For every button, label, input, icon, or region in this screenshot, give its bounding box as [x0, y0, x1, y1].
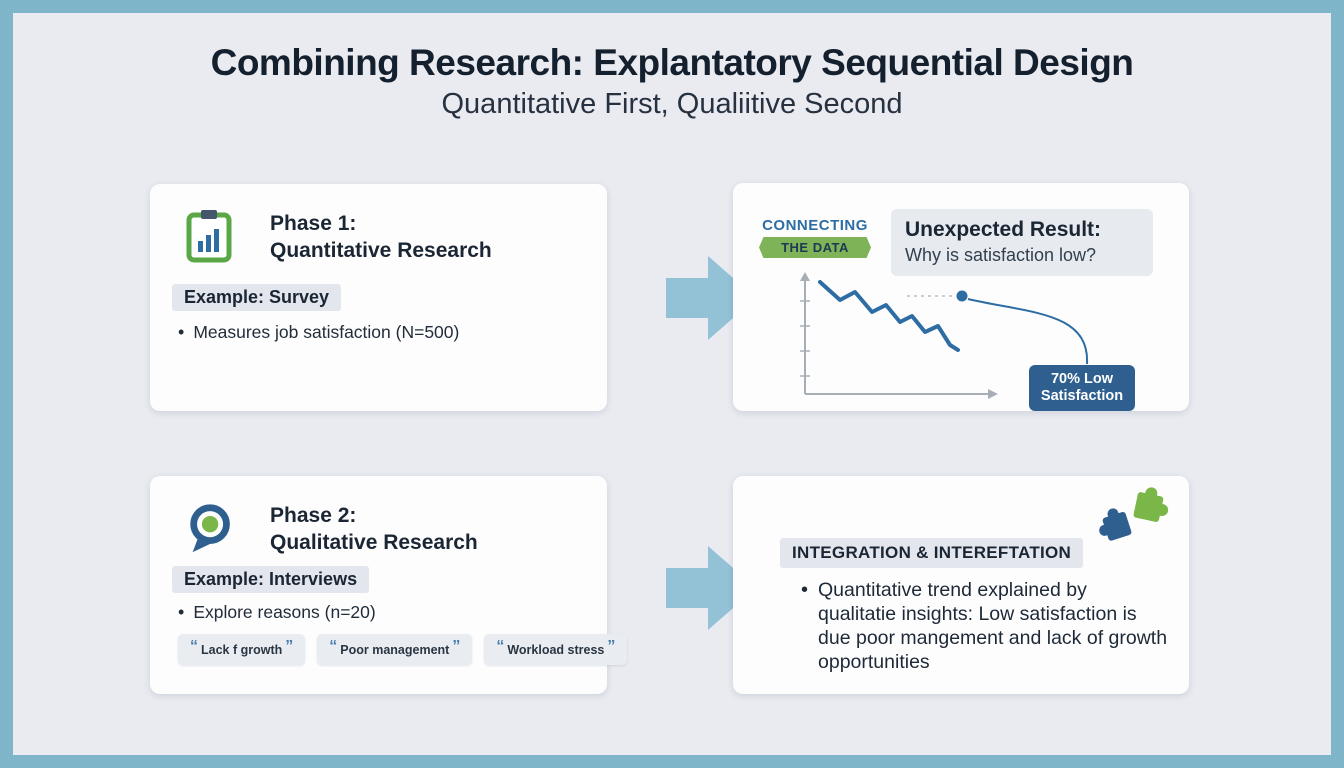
- phase2-bullet: Explore reasons (n=20): [178, 602, 376, 623]
- integration-bullet-text: Quantitative trend explained by qualitat…: [818, 579, 1168, 673]
- phase1-title: Phase 1: Quantitative Research: [270, 210, 492, 264]
- puzzle-pieces-icon: [1093, 484, 1173, 551]
- interview-bubble-icon: [184, 500, 240, 563]
- phase2-title-line2: Qualitative Research: [270, 531, 478, 554]
- phase1-title-line1: Phase 1:: [270, 212, 357, 235]
- connecting-the-data-logo: CONNECTING THE DATA: [759, 217, 871, 258]
- unexpected-result-box: Unexpected Result: Why is satisfaction l…: [891, 209, 1153, 276]
- integration-heading-chip: INTEGRATION & INTEREFTATION: [780, 538, 1084, 568]
- quote-chip: Poor management: [317, 634, 473, 665]
- interview-quotes-row: Lack f growth Poor management Workload s…: [178, 634, 628, 665]
- connecting-data-card: CONNECTING THE DATA Unexpected Result: W…: [733, 183, 1189, 411]
- phase2-bullet-text: Explore reasons (n=20): [193, 602, 376, 622]
- phase2-card: Phase 2: Qualitative Research Example: I…: [150, 476, 628, 694]
- phase1-example-chip: Example: Survey: [172, 284, 342, 311]
- bullet-dot: [178, 322, 184, 343]
- phase2-title-line1: Phase 2:: [270, 504, 357, 527]
- phase2-title: Phase 2: Qualitative Research: [270, 502, 478, 556]
- bullet-dot: [178, 602, 184, 623]
- phase2-example-chip: Example: Interviews: [172, 566, 370, 593]
- header: Combining Research: Explantatory Sequent…: [0, 42, 1344, 121]
- declining-trend-chart-icon: [800, 272, 1089, 399]
- integration-bullet: Quantitative trend explained by qualitat…: [801, 578, 1173, 674]
- unexpected-result-title: Unexpected Result:: [905, 218, 1102, 241]
- page-subtitle: Quantitative First, Qualiitive Second: [441, 88, 903, 120]
- quote-chip: Lack f growth: [178, 634, 306, 665]
- unexpected-result-question: Why is satisfaction low?: [905, 245, 1097, 265]
- phase1-card: Phase 1: Quantitative Research Example: …: [150, 184, 607, 411]
- phase1-title-line2: Quantitative Research: [270, 239, 492, 262]
- flow-arrow-icon: [666, 256, 756, 340]
- connecting-label: CONNECTING: [762, 217, 868, 234]
- badge-line1: 70% Low: [1050, 371, 1114, 387]
- bullet-dot: [801, 578, 808, 674]
- low-satisfaction-badge: 70% Low Satisfaction: [1029, 365, 1135, 411]
- survey-clipboard-icon: [184, 208, 234, 269]
- phase1-bullet: Measures job satisfaction (N=500): [178, 322, 459, 343]
- badge-line2: Satisfaction: [1040, 388, 1124, 404]
- phase1-bullet-text: Measures job satisfaction (N=500): [193, 322, 460, 342]
- flow-arrow-icon: [666, 546, 756, 630]
- quote-chip: Workload stress: [484, 634, 628, 665]
- the-data-ribbon: THE DATA: [759, 237, 871, 258]
- integration-card: INTEGRATION & INTEREFTATION Quantitative…: [733, 476, 1189, 694]
- page-title: Combining Research: Explantatory Sequent…: [210, 42, 1134, 83]
